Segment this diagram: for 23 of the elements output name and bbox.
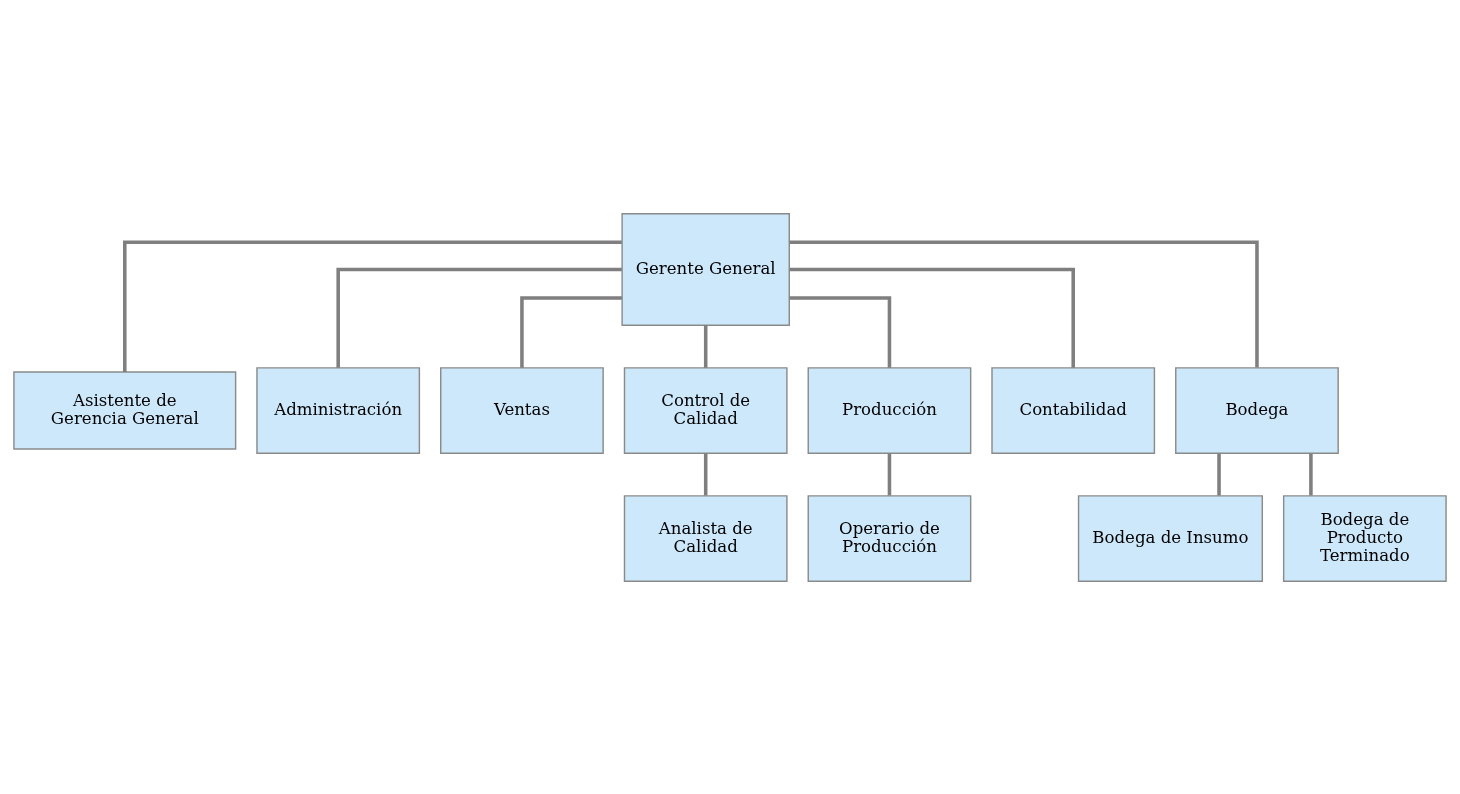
connector	[789, 267, 1075, 368]
connector	[887, 453, 892, 495]
node-box: Gerente General	[621, 212, 790, 326]
connector	[1217, 453, 1221, 495]
node-box: Bodega de Producto Terminado	[1282, 494, 1447, 582]
connector	[336, 267, 622, 368]
node-box: Producción	[807, 366, 972, 454]
connector	[789, 239, 1259, 368]
connector	[703, 324, 708, 368]
connector	[1309, 453, 1313, 495]
node-box: Bodega de Insumo	[1077, 494, 1263, 582]
node-box: Contabilidad	[991, 366, 1156, 454]
node-box: Bodega	[1175, 366, 1339, 454]
connector	[123, 239, 622, 372]
node-box: Administración	[256, 366, 421, 454]
connector	[789, 295, 892, 368]
node-box: Operario de Producción	[807, 494, 972, 582]
node-box: Control de Calidad	[623, 366, 788, 454]
connector	[520, 295, 622, 368]
node-box: Asistente de Gerencia General	[13, 370, 237, 450]
node-box: Analista de Calidad	[623, 494, 788, 582]
connector	[703, 453, 708, 495]
node-box: Ventas	[440, 366, 604, 454]
